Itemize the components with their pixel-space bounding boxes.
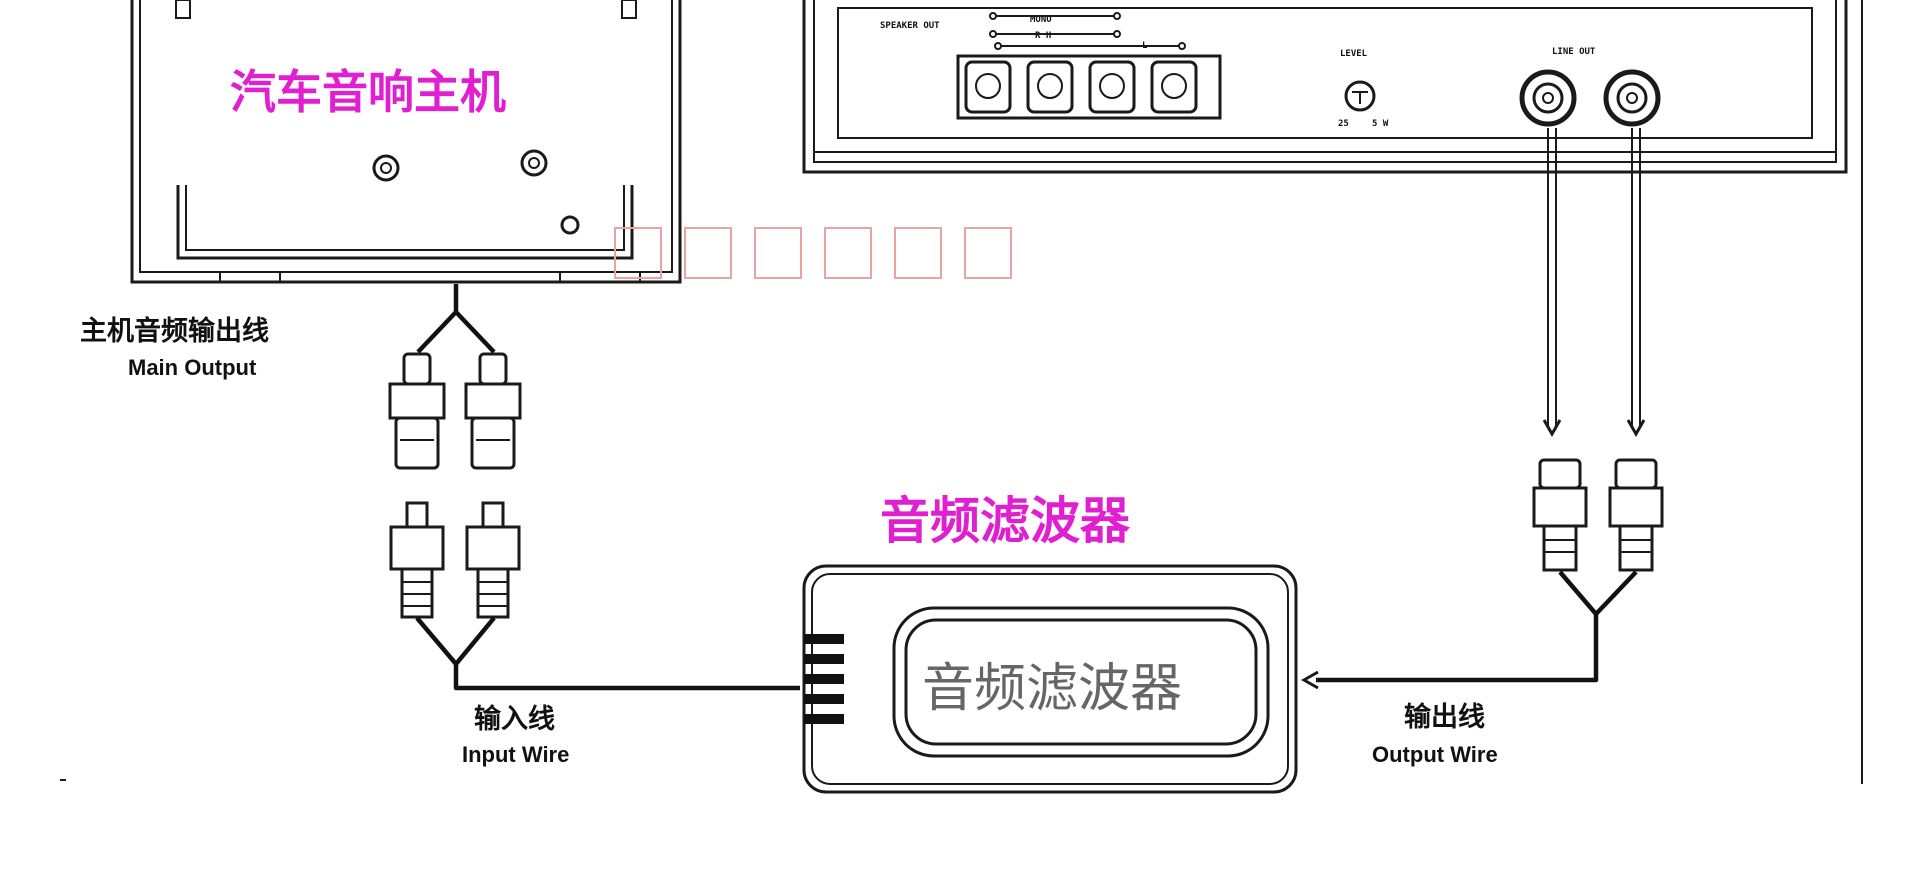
speaker-out-label: SPEAKER OUT [880, 21, 940, 31]
input-port-icon [804, 634, 844, 724]
output-wire-label-en: Output Wire [1372, 742, 1498, 767]
amplifier: SPEAKER OUT MONO R H L LEVEL [802, 0, 1848, 174]
line-out-label: LINE OUT [1552, 47, 1596, 57]
output-cable [1300, 128, 1664, 690]
level-max-label: 5 W [1372, 119, 1389, 129]
filter-inner-label: 音频滤波器 [922, 659, 1182, 719]
watermark-box [754, 227, 802, 279]
rca-plug-icon [389, 501, 445, 619]
rca-plug-icon [465, 501, 521, 619]
speaker-terminal [964, 60, 1012, 114]
head-unit-title: 汽车音响主机 [230, 65, 506, 119]
watermark-box [824, 227, 872, 279]
r-label: R H [1035, 31, 1051, 41]
head-unit: 汽车音响主机 [130, 0, 682, 284]
watermark-box [894, 227, 942, 279]
input-wire-label-en: Input Wire [462, 742, 569, 767]
speaker-terminal [1088, 60, 1136, 114]
input-wire-label-cn: 输入线 [474, 703, 555, 735]
speaker-terminal [1150, 60, 1198, 114]
rca-plug-icon [1532, 458, 1588, 572]
audio-filter: 音频滤波器 音频滤波器 [802, 491, 1298, 794]
rca-plug-icon [464, 352, 522, 470]
watermark-box [964, 227, 1012, 279]
filter-title: 音频滤波器 [880, 491, 1131, 550]
watermark-box [614, 227, 662, 279]
level-label: LEVEL [1340, 49, 1368, 59]
mono-label: MONO [1030, 15, 1052, 25]
rca-jack-icon [1519, 69, 1577, 127]
main-output-label-en: Main Output [128, 355, 257, 380]
output-wire-label-cn: 输出线 [1404, 701, 1485, 733]
rca-plug-icon [388, 352, 446, 470]
watermark [614, 227, 1012, 279]
main-output-label-cn: 主机音频输出线 [80, 315, 269, 347]
speaker-terminal [1026, 60, 1074, 114]
level-knob-icon [1344, 80, 1376, 112]
watermark-box [684, 227, 732, 279]
main-output-cable [388, 284, 800, 691]
rca-jack-icon [1603, 69, 1661, 127]
rca-plug-icon [1608, 458, 1664, 572]
level-min-label: 25 [1338, 119, 1349, 129]
